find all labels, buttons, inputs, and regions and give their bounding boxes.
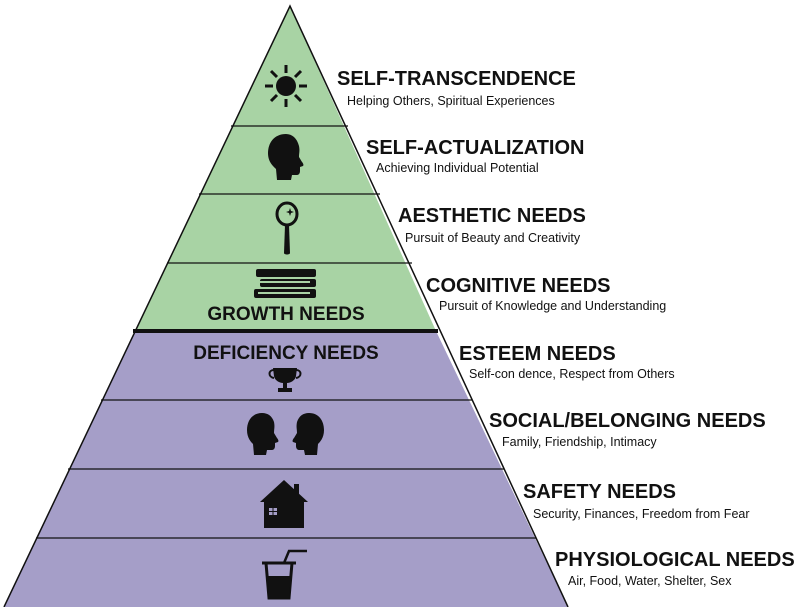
house-icon [260, 480, 308, 528]
drink-cup-icon [262, 549, 307, 600]
level-title: SELF-TRANSCENDENCE [337, 68, 576, 90]
hand-mirror-icon [275, 201, 299, 255]
pyramid-outline [3, 4, 569, 607]
growth-needs-label: GROWTH NEEDS [207, 304, 364, 325]
level-subtitle: Achieving Individual Potential [376, 161, 539, 175]
books-icon [254, 269, 316, 298]
level-subtitle: Pursuit of Beauty and Creativity [405, 231, 581, 245]
level-title: SELF-ACTUALIZATION [366, 137, 585, 159]
level-title: SOCIAL/BELONGING NEEDS [489, 410, 766, 432]
two-heads-icon [247, 413, 324, 455]
level-title: ESTEEM NEEDS [459, 343, 616, 365]
level-title: SAFETY NEEDS [523, 481, 676, 503]
level-title: COGNITIVE NEEDS [426, 275, 610, 297]
level-subtitle: Air, Food, Water, Shelter, Sex [568, 574, 732, 588]
level-subtitle: Self-con dence, Respect from Others [469, 367, 675, 381]
level-subtitle: Pursuit of Knowledge and Understanding [439, 299, 666, 313]
sun-icon [265, 65, 307, 107]
trophy-icon [268, 368, 302, 392]
level-subtitle: Helping Others, Spiritual Experiences [347, 94, 555, 108]
deficiency-needs-label: DEFICIENCY NEEDS [193, 343, 378, 364]
level-title: AESTHETIC NEEDS [398, 205, 586, 227]
head-profile-icon [268, 134, 304, 180]
level-title: PHYSIOLOGICAL NEEDS [555, 549, 795, 571]
level-subtitle: Family, Friendship, Intimacy [502, 435, 657, 449]
level-subtitle: Security, Finances, Freedom from Fear [533, 507, 750, 521]
